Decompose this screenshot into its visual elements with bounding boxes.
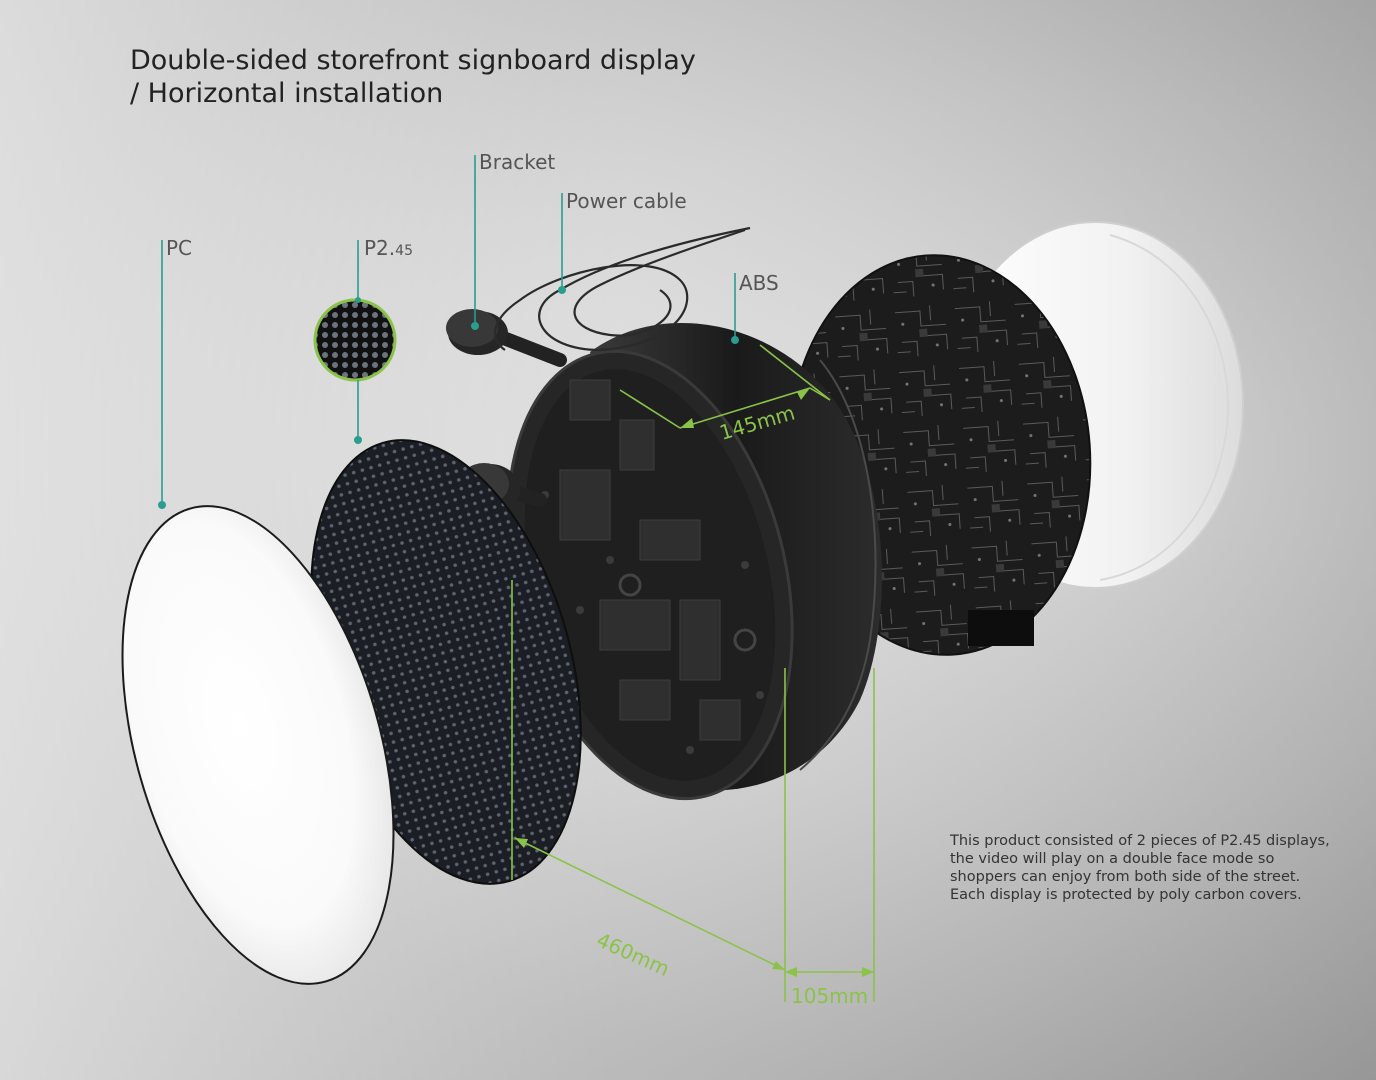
label-bracket: Bracket [479,150,556,174]
page-title: Double-sided storefront signboard displa… [130,44,696,110]
power-cable [494,226,751,352]
product-description: This product consisted of 2 pieces of P2… [950,832,1350,904]
label-power-cable: Power cable [566,189,687,213]
label-p245-main: P2. [364,236,396,260]
dimension-diameter: 460mm [593,928,673,981]
label-p245: P2.45 [364,236,413,260]
led-magnifier [313,298,397,382]
abs-housing [506,322,882,801]
label-pc: PC [166,236,193,260]
leader-lines [158,155,739,509]
dimension-lines [511,344,875,1002]
label-p245-sub: 45 [395,243,413,259]
title-line-1: Double-sided storefront signboard displa… [130,45,696,76]
description-line: shoppers can enjoy from both side of the… [950,869,1301,885]
dimension-thickness: 105mm [791,984,868,1008]
title-line-2: / Horizontal installation [130,78,444,109]
label-abs: ABS [739,271,779,295]
description-line: This product consisted of 2 pieces of P2… [950,833,1330,849]
description-line: the video will play on a double face mod… [950,851,1275,867]
description-line: Each display is protected by poly carbon… [950,887,1302,903]
left-pc-cover [121,505,395,985]
